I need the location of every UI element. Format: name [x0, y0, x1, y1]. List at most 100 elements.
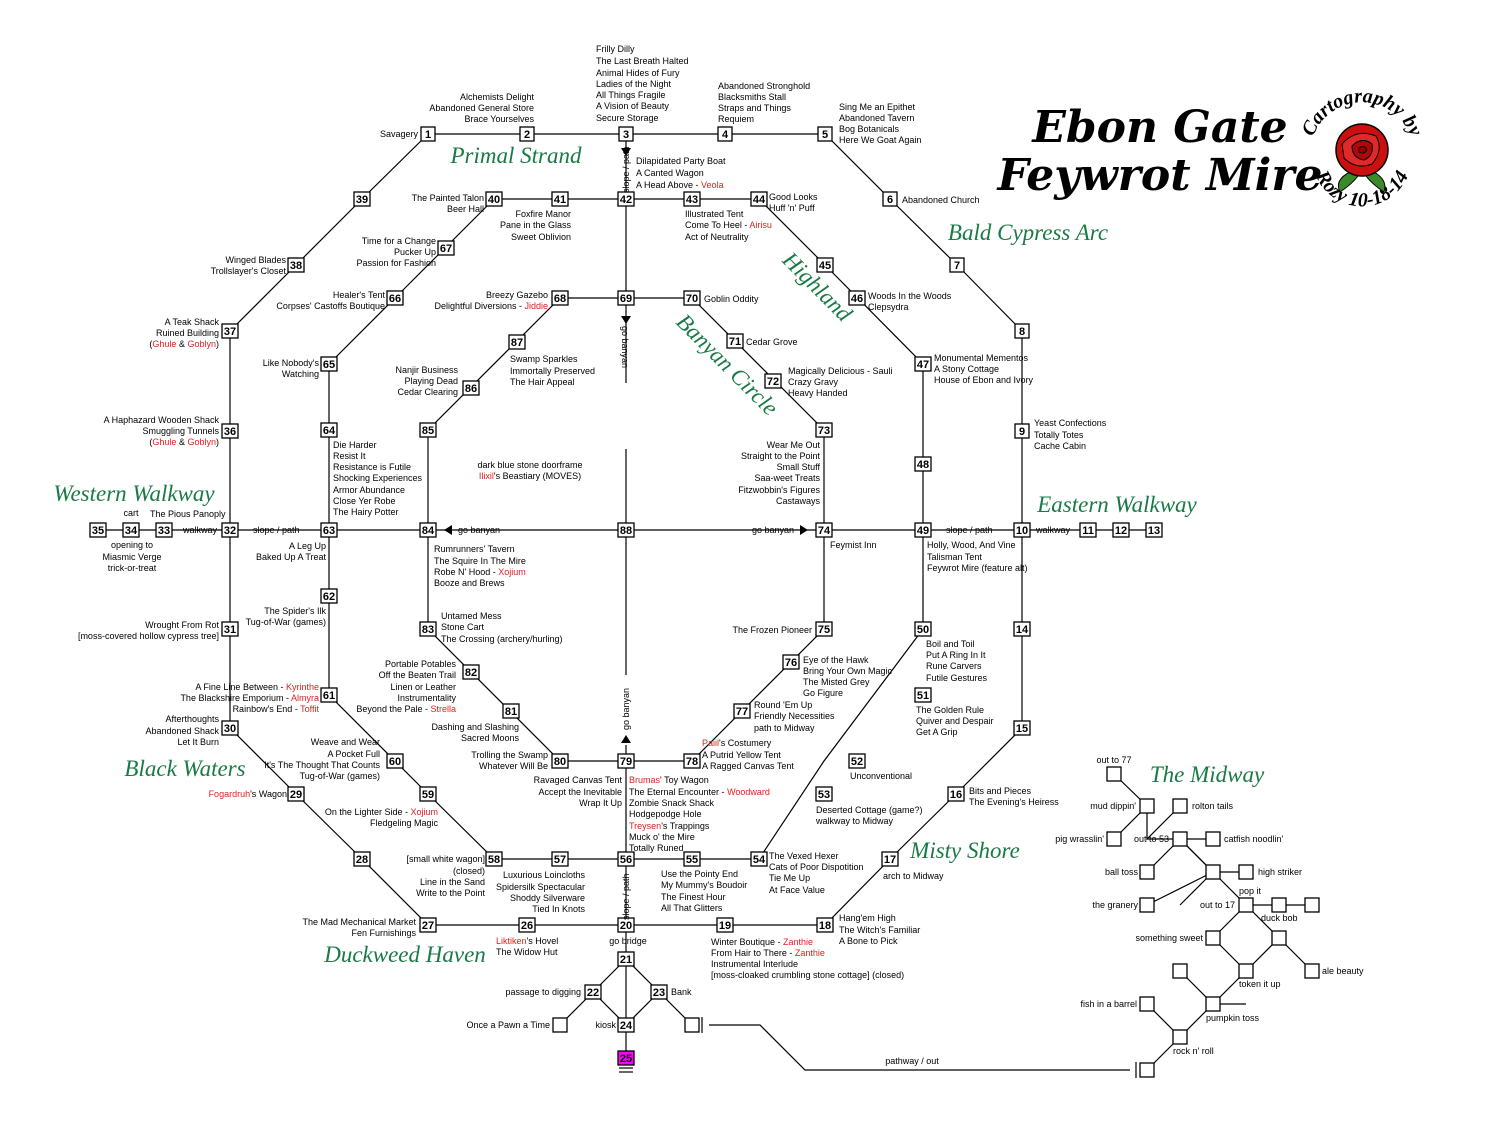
room-44[interactable]: 44 [750, 191, 768, 207]
room-9[interactable]: 9 [1014, 423, 1030, 439]
room-46[interactable]: 46 [848, 290, 866, 306]
room-22[interactable]: 22 [584, 984, 602, 1000]
room-12[interactable]: 12 [1112, 522, 1130, 538]
room-15[interactable]: 15 [1013, 720, 1031, 736]
room-48[interactable]: 48 [914, 456, 932, 472]
room-86[interactable]: 86 [462, 380, 480, 396]
room-25-current[interactable]: 25 [617, 1050, 635, 1066]
room-51[interactable]: 51 [914, 687, 932, 703]
room-58[interactable]: 58 [485, 851, 503, 867]
room-76[interactable]: 76 [782, 654, 800, 670]
room-30[interactable]: 30 [221, 720, 239, 736]
room-56[interactable]: 56 [617, 851, 635, 867]
room-57[interactable]: 57 [551, 851, 569, 867]
room-69[interactable]: 69 [617, 290, 635, 306]
room-84[interactable]: 84 [419, 522, 437, 538]
room-8[interactable]: 8 [1014, 323, 1030, 339]
room-53[interactable]: 53 [815, 786, 833, 802]
room-80[interactable]: 80 [551, 753, 569, 769]
room-75[interactable]: 75 [815, 621, 833, 637]
room-35[interactable]: 35 [89, 522, 107, 538]
midway-room[interactable] [1205, 831, 1221, 847]
room-67[interactable]: 67 [437, 240, 455, 256]
room-34[interactable]: 34 [122, 522, 140, 538]
midway-room[interactable] [1205, 864, 1221, 880]
room-33[interactable]: 33 [155, 522, 173, 538]
room-14[interactable]: 14 [1013, 621, 1031, 637]
room-73[interactable]: 73 [815, 422, 833, 438]
room-77[interactable]: 77 [733, 703, 751, 719]
room-21[interactable]: 21 [617, 951, 635, 967]
pawn-room[interactable] [552, 1017, 568, 1033]
midway-room[interactable] [1238, 963, 1254, 979]
room-7[interactable]: 7 [949, 257, 965, 273]
room-66[interactable]: 66 [386, 290, 404, 306]
room-59[interactable]: 59 [419, 786, 437, 802]
midway-room[interactable] [1172, 798, 1188, 814]
midway-room[interactable] [1139, 864, 1155, 880]
room-1[interactable]: 1 [420, 126, 436, 142]
room-65[interactable]: 65 [320, 356, 338, 372]
midway-room[interactable] [1205, 930, 1221, 946]
room-39[interactable]: 39 [353, 191, 371, 207]
room-13[interactable]: 13 [1145, 522, 1163, 538]
room-24[interactable]: 24 [617, 1017, 635, 1033]
room-41[interactable]: 41 [551, 191, 569, 207]
bank-side-room[interactable] [684, 1017, 700, 1033]
midway-room[interactable] [1304, 897, 1320, 913]
midway-room[interactable] [1271, 897, 1287, 913]
midway-room[interactable] [1238, 897, 1254, 913]
room-31[interactable]: 31 [221, 621, 239, 637]
room-74[interactable]: 74 [815, 522, 833, 538]
room-63[interactable]: 63 [320, 522, 338, 538]
room-6[interactable]: 6 [882, 191, 898, 207]
midway-room[interactable] [1139, 1062, 1155, 1078]
midway-room[interactable] [1271, 930, 1287, 946]
room-19[interactable]: 19 [716, 917, 734, 933]
room-16[interactable]: 16 [947, 786, 965, 802]
room-5[interactable]: 5 [817, 126, 833, 142]
room-11[interactable]: 11 [1079, 522, 1097, 538]
room-20[interactable]: 20 [617, 917, 635, 933]
midway-room[interactable] [1172, 963, 1188, 979]
room-68[interactable]: 68 [551, 290, 569, 306]
room-61[interactable]: 61 [320, 687, 338, 703]
room-72[interactable]: 72 [764, 373, 782, 389]
midway-room[interactable] [1139, 897, 1155, 913]
midway-room[interactable] [1238, 864, 1254, 880]
room-18[interactable]: 18 [816, 917, 834, 933]
midway-room[interactable] [1172, 831, 1188, 847]
room-88[interactable]: 88 [617, 522, 635, 538]
room-17[interactable]: 17 [881, 851, 899, 867]
room-29[interactable]: 29 [287, 786, 305, 802]
room-45[interactable]: 45 [816, 257, 834, 273]
room-87[interactable]: 87 [508, 334, 526, 350]
room-49[interactable]: 49 [914, 522, 932, 538]
midway-room[interactable] [1139, 798, 1155, 814]
room-64[interactable]: 64 [320, 422, 338, 438]
room-37[interactable]: 37 [221, 323, 239, 339]
midway-room[interactable] [1304, 963, 1320, 979]
room-28[interactable]: 28 [353, 851, 371, 867]
room-27[interactable]: 27 [419, 917, 437, 933]
room-3[interactable]: 3 [618, 126, 634, 142]
room-36[interactable]: 36 [221, 423, 239, 439]
room-47[interactable]: 47 [914, 356, 932, 372]
room-2[interactable]: 2 [519, 126, 535, 142]
room-40[interactable]: 40 [485, 191, 503, 207]
midway-room[interactable] [1106, 766, 1122, 782]
midway-room[interactable] [1172, 1029, 1188, 1045]
room-82[interactable]: 82 [462, 664, 480, 680]
room-81[interactable]: 81 [502, 703, 520, 719]
room-54[interactable]: 54 [750, 851, 768, 867]
room-10[interactable]: 10 [1013, 522, 1031, 538]
midway-room[interactable] [1205, 996, 1221, 1012]
midway-room[interactable] [1139, 996, 1155, 1012]
room-83[interactable]: 83 [419, 621, 437, 637]
room-26[interactable]: 26 [518, 917, 536, 933]
room-78[interactable]: 78 [683, 753, 701, 769]
room-55[interactable]: 55 [683, 851, 701, 867]
room-38[interactable]: 38 [287, 257, 305, 273]
room-62[interactable]: 62 [320, 588, 338, 604]
room-4[interactable]: 4 [717, 126, 733, 142]
